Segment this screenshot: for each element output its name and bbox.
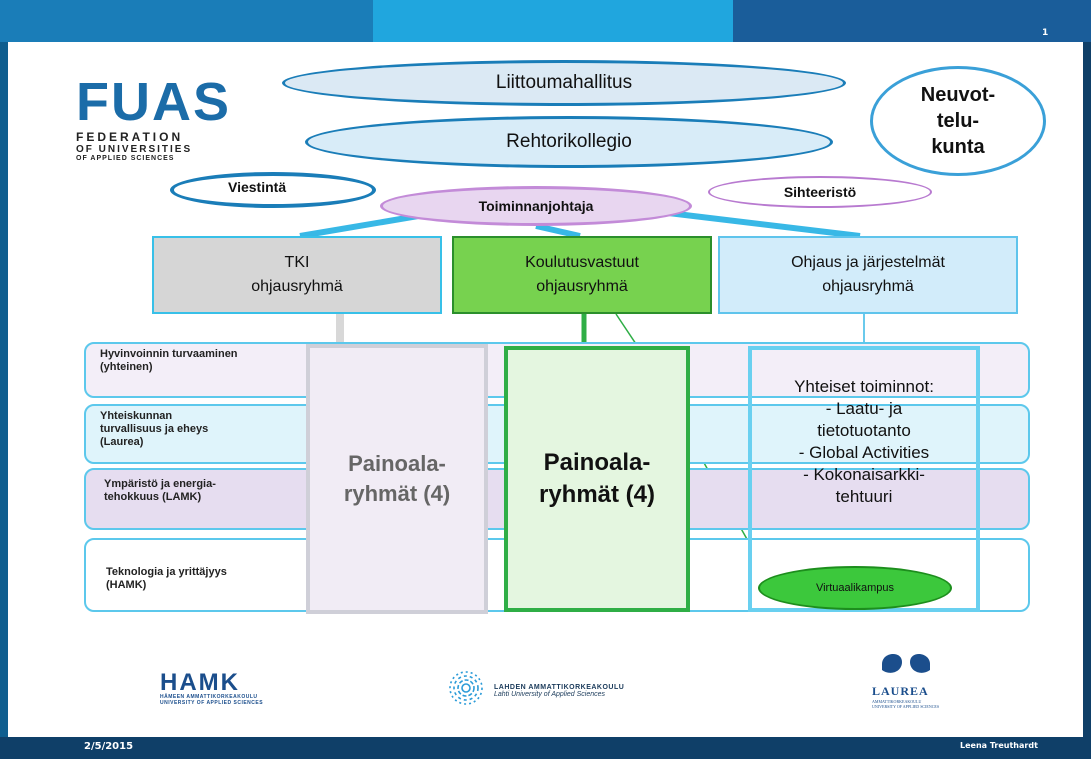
top-band-right — [733, 0, 1091, 42]
hamk-logo-sub1: HÄMEEN AMMATTIKORKEAKOULU — [160, 694, 258, 700]
node-toiminnanjohtaja: Toiminnanjohtaja — [380, 186, 692, 226]
box-ohj-line2: ohjausryhmä — [822, 278, 914, 295]
left-border — [0, 42, 8, 742]
box-ohj-line1: Ohjaus ja järjestelmät — [791, 254, 945, 271]
box-tki-line1: TKI — [284, 254, 310, 271]
laurea-logo-name: LAUREA — [872, 684, 929, 698]
top-band-left — [0, 0, 373, 42]
laurea-logo-sub2: UNIVERSITY OF APPLIED SCIENCES — [872, 704, 940, 709]
hamk-logo: HAMK HÄMEEN AMMATTIKORKEAKOULU UNIVERSIT… — [160, 669, 264, 707]
row-hyvinvointi-line2: (yhteinen) — [100, 361, 153, 373]
row-ymparisto-line1: Ympäristö ja energia- — [104, 478, 216, 490]
shared-functions-item-4: - Kokonaisarkki- — [803, 465, 925, 484]
neuvottelukunta-line1: Neuvot- — [920, 84, 996, 106]
row-ymparisto-line2: tehokkuus (LAMK) — [104, 491, 202, 503]
top-band-middle — [373, 0, 733, 42]
painoala-left-line2: ryhmät (4) — [343, 481, 451, 506]
shared-functions-item-3: - Global Activities — [798, 443, 930, 462]
lamk-spiral-icon — [449, 671, 483, 705]
row-turvallisuus-line3: (Laurea) — [100, 436, 144, 448]
page-number: 1 — [1042, 28, 1049, 38]
hamk-logo-sub2: UNIVERSITY OF APPLIED SCIENCES — [160, 700, 264, 706]
neuvottelukunta-line2: telu- — [936, 110, 980, 132]
box-tki-line2: ohjausryhmä — [251, 278, 343, 295]
node-liittoumahallitus: Liittoumahallitus — [282, 60, 846, 106]
shared-functions-item-5: tehtuuri — [835, 487, 893, 506]
fuas-logo: FUAS FEDERATION OF UNIVERSITIES OF APPLI… — [76, 72, 231, 162]
node-rehtorikollegio: Rehtorikollegio — [305, 116, 833, 168]
lamk-logo-name: LAHDEN AMMATTIKORKEAKOULU — [494, 684, 625, 691]
node-sihteeristo: Sihteeristö — [708, 176, 932, 208]
footer-author: Leena Treuthardt — [960, 741, 1038, 750]
row-turvallisuus-line2: turvallisuus ja eheys — [100, 423, 209, 435]
shared-functions-column — [748, 346, 980, 612]
painoala-column-left: Painoala- ryhmät (4) — [306, 344, 488, 614]
shared-functions-item-2: tietotuotanto — [817, 421, 911, 440]
line-toim-ohj — [659, 209, 861, 239]
lamk-logo-sub: Lahti University of Applied Sciences — [494, 691, 606, 698]
shared-functions-title: Yhteiset toiminnot: — [794, 377, 934, 396]
painoala-column-center: Painoala- ryhmät (4) — [504, 346, 690, 612]
painoala-center-line1: Painoala- — [543, 449, 651, 476]
right-border — [1083, 42, 1091, 742]
painoala-left-line1: Painoala- — [348, 451, 446, 476]
line-toim-kou — [535, 223, 581, 239]
box-koulutusvastuut-ohjausryhma: Koulutusvastuut ohjausryhmä — [452, 236, 712, 314]
hamk-logo-name: HAMK — [160, 669, 240, 696]
box-kou-line2: ohjausryhmä — [536, 278, 628, 295]
node-neuvottelukunta: Neuvot- telu- kunta — [870, 66, 1046, 176]
footer-date: 2/5/2015 — [84, 741, 134, 752]
shared-functions-text: Yhteiset toiminnot: - Laatu- ja tietotuo… — [752, 376, 976, 508]
shared-functions-item-1: - Laatu- ja — [825, 399, 903, 418]
node-virtuaalikampus: Virtuaalikampus — [758, 566, 952, 610]
box-tki-ohjausryhma: TKI ohjausryhmä — [152, 236, 442, 314]
node-viestinta: Viestintä — [170, 172, 376, 208]
row-turvallisuus-line1: Yhteiskunnan — [100, 410, 173, 422]
painoala-center-line2: ryhmät (4) — [538, 481, 656, 508]
row-teknologia-line2: (HAMK) — [106, 579, 147, 591]
row-teknologia-line1: Teknologia ja yrittäjyys — [106, 566, 227, 578]
neuvottelukunta-line3: kunta — [931, 136, 985, 158]
fuas-logo-line2: OF UNIVERSITIES — [76, 144, 193, 155]
laurea-logo: LAUREA AMMATTIKORKEAKOULU UNIVERSITY OF … — [872, 684, 939, 709]
box-kou-line1: Koulutusvastuut — [525, 254, 639, 271]
laurea-emblem-icon — [882, 653, 930, 673]
fuas-logo-line1: FEDERATION — [76, 130, 184, 144]
fuas-logo-name: FUAS — [76, 72, 231, 132]
row-hyvinvointi-line1: Hyvinvoinnin turvaaminen — [100, 348, 238, 360]
box-ohjaus-ohjausryhma: Ohjaus ja järjestelmät ohjausryhmä — [718, 236, 1018, 314]
bottom-band — [0, 737, 1091, 759]
fuas-logo-line3: OF APPLIED SCIENCES — [76, 155, 175, 162]
lamk-logo: LAHDEN AMMATTIKORKEAKOULU Lahti Universi… — [494, 684, 624, 698]
laurea-logo-sub1: AMMATTIKORKEAKOULU — [872, 699, 922, 704]
